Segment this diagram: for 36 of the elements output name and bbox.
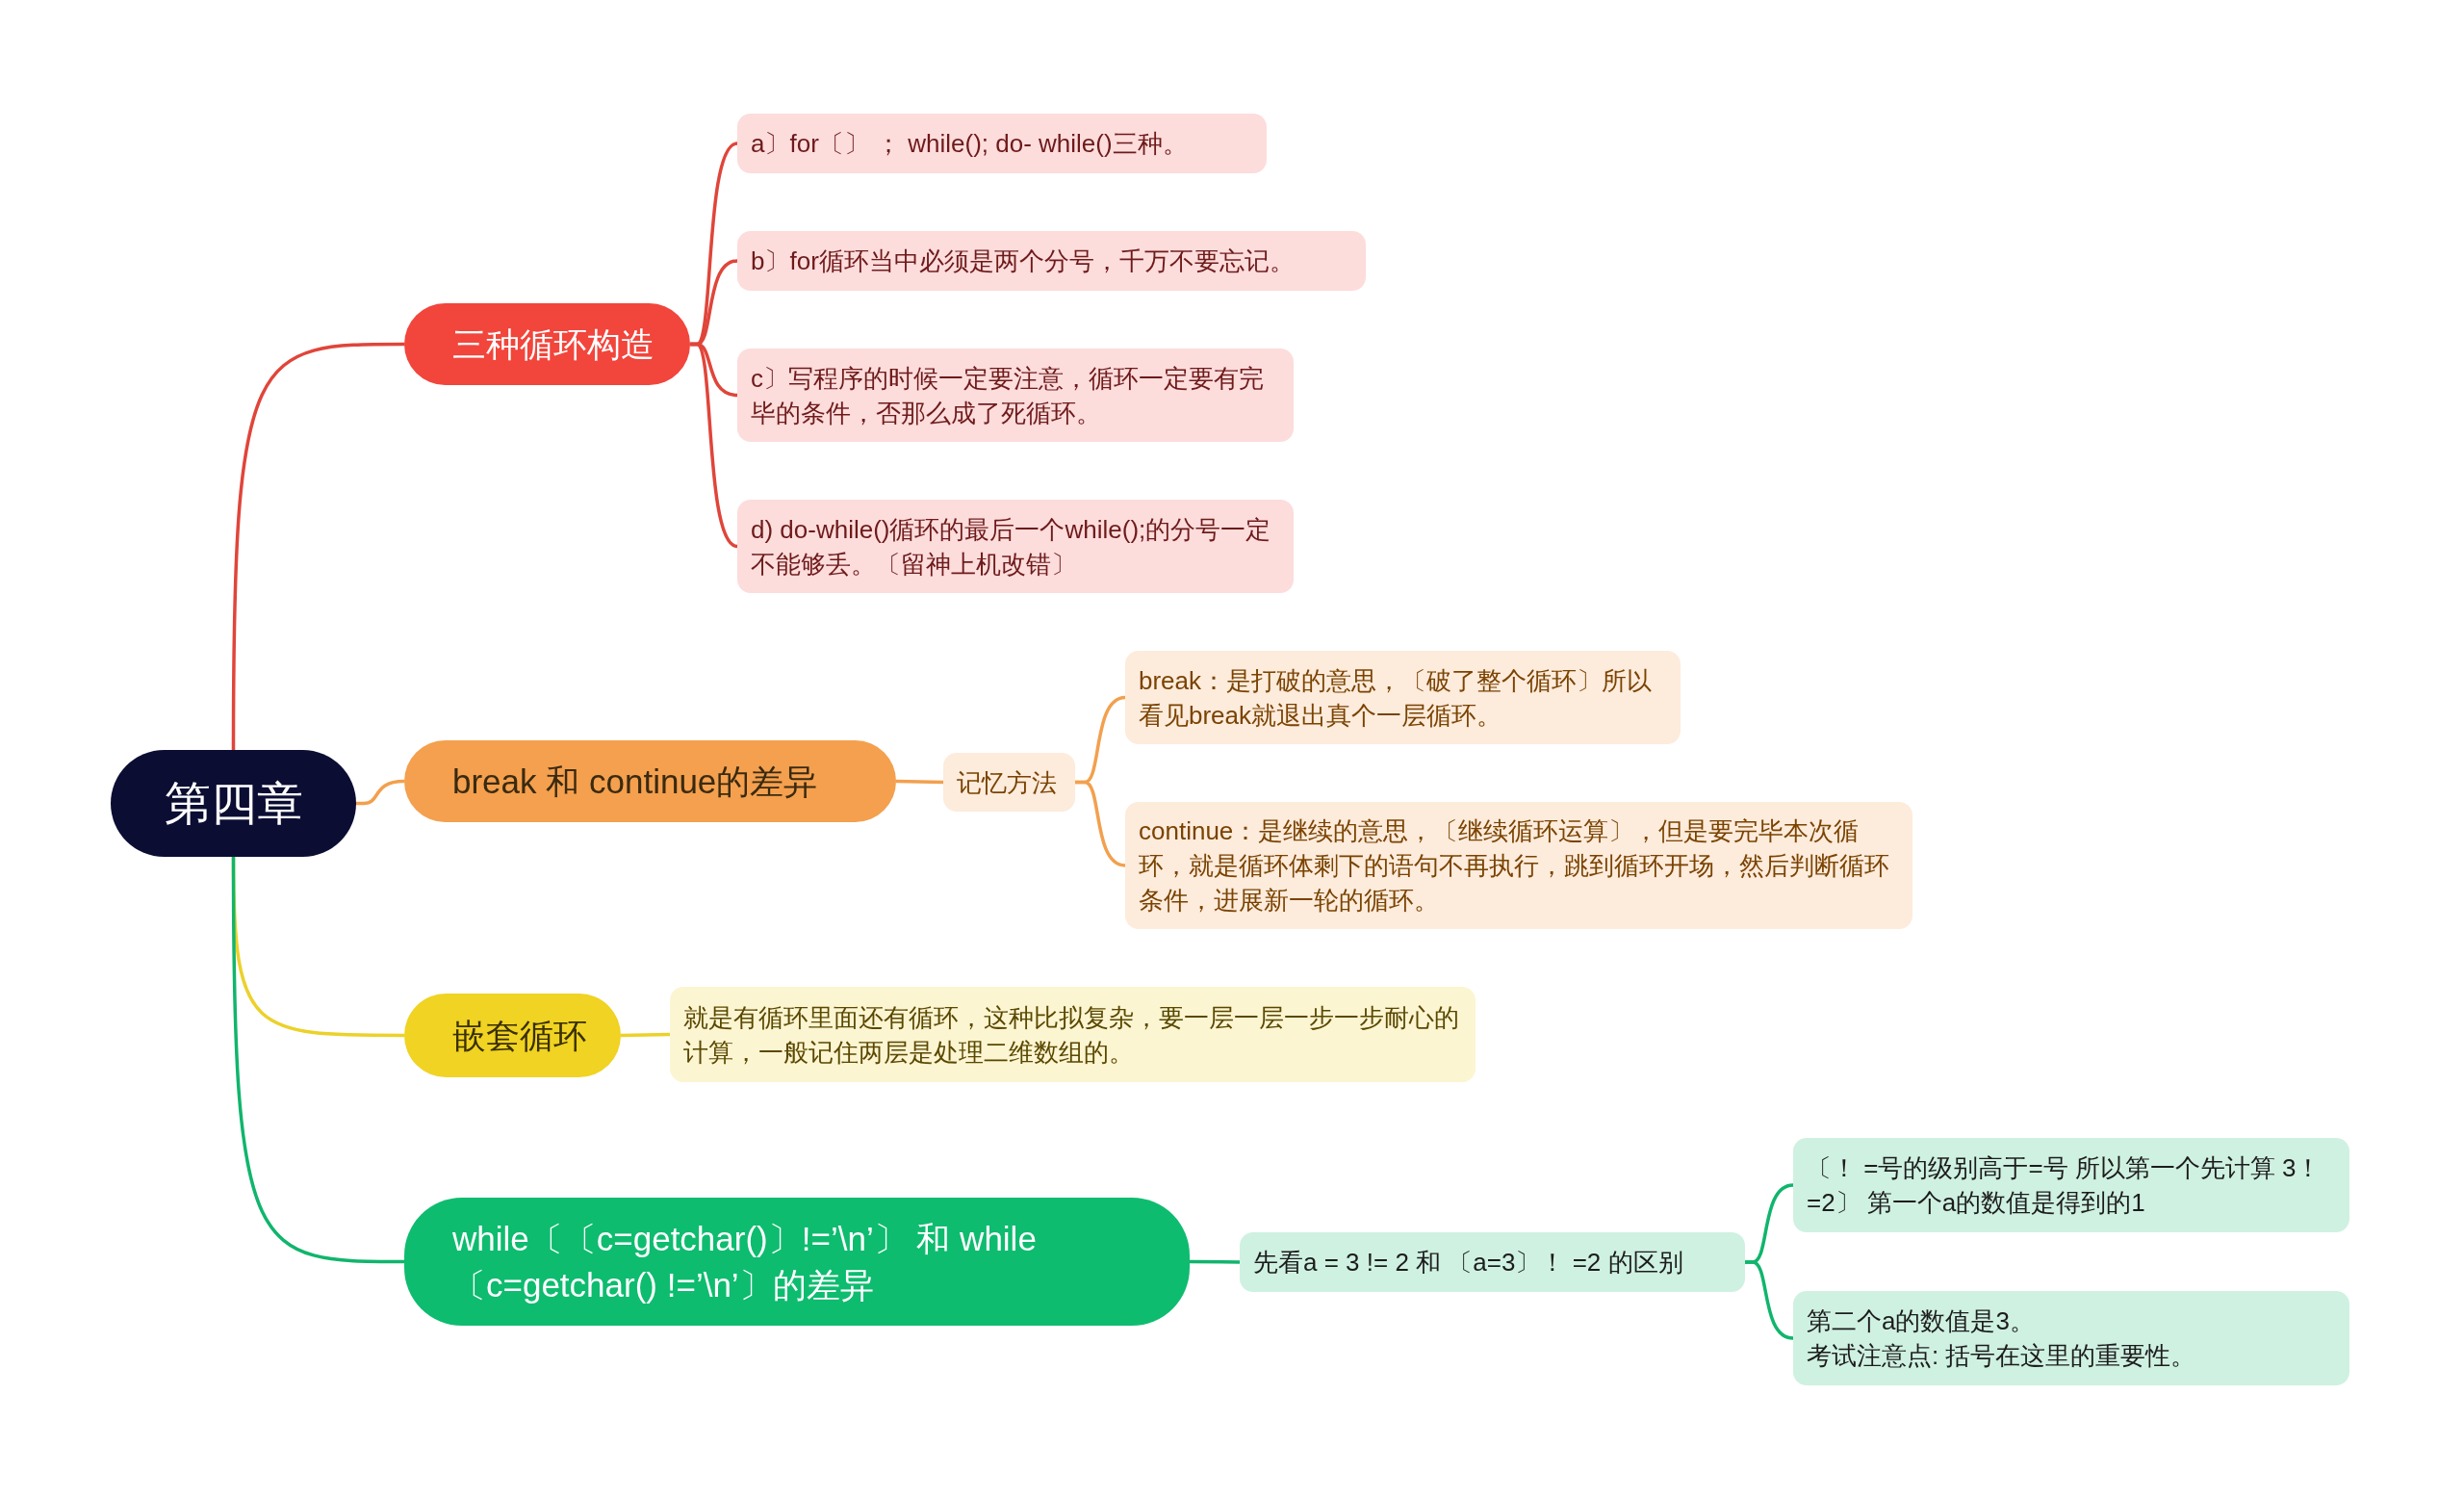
note-text: c〕写程序的时候一定要注意，循环一定要有完毕的条件，否那么成了死循环。	[751, 362, 1265, 429]
note-card	[1793, 1291, 2349, 1385]
note-card	[1240, 1232, 1745, 1292]
branch-line	[620, 1032, 671, 1038]
note-card	[737, 349, 1294, 442]
note-text: 记忆方法	[957, 766, 1058, 799]
note-text: b〕for循环当中必须是两个分号，千万不要忘记。	[751, 245, 1296, 277]
topic-text: 第四章	[164, 776, 303, 831]
branch-line	[231, 342, 404, 750]
topic-text: 三种循环构造	[452, 323, 652, 365]
note-card	[670, 987, 1476, 1082]
note-text: 第二个a的数值是3。	[1807, 1305, 2036, 1337]
note-text: 先看a = 3 != 2 和 〔a=3〕！ =2 的区别	[1253, 1247, 1684, 1278]
branch-line	[231, 857, 404, 1264]
branch-line	[1190, 1259, 1240, 1264]
note-card	[943, 753, 1075, 812]
note-text: break：是打破的意思，〔破了整个循环〕所以看见break就退出真个一层循环。	[1139, 664, 1654, 732]
note-text: a〕for〔〕 ； while(); do- while()三种。	[751, 128, 1189, 160]
note-card	[1125, 651, 1681, 744]
note-text: 〔！ =号的级别高于=号 所以第一个先计算 3！ =2〕 第一个a的数值是得到的1	[1807, 1152, 2323, 1219]
branch-line	[690, 342, 738, 549]
branch-line	[1745, 1260, 1794, 1340]
note-card	[737, 231, 1366, 291]
note-text: 考试注意点: 括号在这里的重要性。	[1807, 1340, 2197, 1372]
note-text: 就是有循环里面还有循环，这种比拟复杂，要一层一层一步一步耐心的计算，一般记住两层是处理二维数组的。	[683, 1001, 1460, 1069]
topic-text: while〔〔c=getchar()〕!=’\n’〕 和 while〔c=getchar() !=’\n’〕的差异	[452, 1218, 1038, 1305]
note-text: d) do-while()循环的最后一个while();的分号一定不能够丢。〔留神上机改错〕	[751, 513, 1272, 581]
note-text: continue：是继续的意思，〔继续循环运算〕，但是要完毕本次循环，就是循环体剩下的语句不再执行，跳到循环开场，然后判断循环条件，进展新一轮的循环。	[1139, 815, 1890, 917]
note-card	[737, 500, 1294, 593]
branch-line	[356, 779, 405, 806]
note-card	[1125, 802, 1912, 929]
note-card	[1793, 1138, 2349, 1232]
note-card	[737, 114, 1267, 173]
topic-text: break 和 continue的差异	[452, 761, 819, 802]
branch-line	[1075, 780, 1126, 867]
branch-line	[895, 779, 944, 785]
